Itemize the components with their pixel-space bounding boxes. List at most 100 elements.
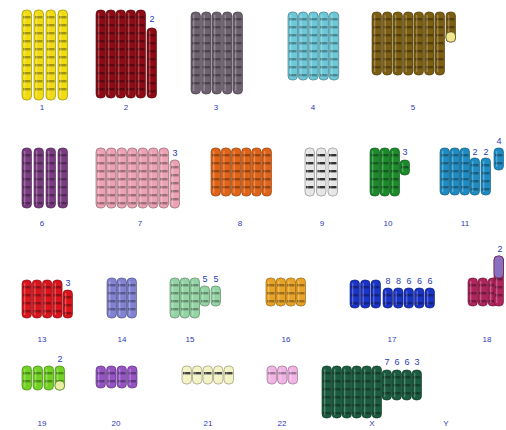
- chromosome-highlight: [192, 281, 193, 315]
- chromosome: [46, 148, 56, 208]
- chromosome: [223, 12, 233, 94]
- chromosome-highlight: [60, 151, 61, 205]
- chromosome: [128, 366, 138, 388]
- chromosome: [392, 370, 402, 400]
- marker-count: 5: [213, 275, 218, 284]
- chromosome-body: [288, 12, 298, 80]
- chromosome-body: [117, 148, 127, 208]
- chromosome-highlight: [138, 13, 139, 95]
- chromosome-body: [404, 12, 414, 75]
- chromosome-group: [96, 366, 137, 388]
- chromosome-body: [470, 158, 480, 195]
- chromosome-highlight: [416, 15, 417, 72]
- chromosome: [242, 148, 252, 196]
- chromosome-body: [317, 148, 327, 196]
- chromosome-body: [233, 12, 243, 94]
- chromosome-highlight: [109, 151, 110, 205]
- marker-count: 2: [149, 15, 154, 24]
- chromosome: [32, 280, 42, 318]
- chromosome-highlight: [216, 369, 217, 381]
- chromosome: [414, 12, 424, 75]
- chromosome-body: [170, 278, 180, 318]
- chromosome: [182, 366, 192, 384]
- chromosome: [116, 10, 126, 98]
- chromosome: [202, 12, 212, 94]
- chromosome: [288, 366, 298, 384]
- chromosome: [180, 278, 190, 318]
- marker-count: 6: [417, 277, 422, 286]
- chromosome: [42, 280, 52, 318]
- chromosome-number: 3: [214, 104, 218, 112]
- chromosome-highlight: [406, 15, 407, 72]
- chromosome-body: [212, 12, 222, 94]
- chromosome-body: [22, 10, 32, 100]
- chromosome-highlight: [55, 283, 56, 315]
- chromosome-body: [191, 12, 201, 94]
- chromosome-body: [182, 366, 192, 384]
- chromosome-highlight: [382, 151, 383, 193]
- chromosome-body: [224, 366, 234, 384]
- chromosome: [262, 148, 272, 196]
- chromosome-group: [191, 12, 243, 94]
- chromosome: [44, 366, 54, 390]
- chromosome: [382, 370, 392, 400]
- chromosome-body: [382, 370, 392, 400]
- chromosome-highlight: [109, 369, 110, 385]
- chromosome-group: [22, 148, 68, 208]
- chromosome: [404, 288, 414, 308]
- chromosome-highlight: [213, 289, 214, 303]
- chromosome: [494, 148, 504, 170]
- chromosome-body: [478, 278, 488, 306]
- chromosome-highlight: [213, 151, 214, 193]
- chromosome-highlight: [364, 369, 365, 415]
- chromosome-number: 18: [483, 336, 492, 344]
- chromosome: [106, 10, 116, 98]
- chromosome: [63, 290, 73, 318]
- translocated-segment: [446, 32, 456, 42]
- chromosome: [34, 10, 44, 100]
- chromosome: [214, 366, 224, 384]
- chromosome: [190, 278, 200, 318]
- chromosome-body: [425, 288, 435, 308]
- chromosome: [117, 278, 127, 318]
- marker-count: 3: [172, 149, 177, 158]
- chromosome-body: [370, 148, 380, 196]
- chromosome-body: [460, 148, 470, 195]
- chromosome-group: [96, 148, 180, 208]
- chromosome-highlight: [406, 291, 407, 305]
- chromosome: [400, 160, 410, 175]
- chromosome-highlight: [60, 13, 61, 97]
- chromosome-highlight: [427, 291, 428, 305]
- chromosome: [372, 366, 382, 418]
- marker-count: 2: [483, 148, 488, 157]
- chromosome: [211, 148, 221, 196]
- chromosome: [211, 286, 221, 306]
- chromosome-highlight: [321, 15, 322, 77]
- chromosome-highlight: [149, 31, 150, 95]
- chromosome-body: [390, 148, 400, 196]
- chromosome-body: [106, 10, 116, 98]
- chromosome-body: [46, 10, 56, 100]
- chromosome-body: [202, 12, 212, 94]
- chromosome-body: [404, 288, 414, 308]
- chromosome-number: 15: [186, 336, 195, 344]
- chromosome-highlight: [496, 151, 497, 167]
- chromosome: [22, 366, 32, 390]
- chromosome-number: 11: [461, 220, 469, 228]
- chromosome-highlight: [119, 281, 120, 315]
- chromosome: [96, 366, 106, 388]
- chromosome: [329, 12, 339, 80]
- chromosome: [383, 12, 393, 75]
- chromosome-highlight: [119, 369, 120, 385]
- chromosome: [147, 28, 157, 98]
- chromosome-body: [393, 12, 403, 75]
- chromosome-body: [58, 10, 68, 100]
- marker-count: 3: [65, 279, 70, 288]
- chromosome-body: [371, 280, 381, 308]
- chromosome-highlight: [385, 15, 386, 72]
- chromosome-body: [242, 148, 252, 196]
- marker-count: 6: [406, 277, 411, 286]
- chromosome: [117, 148, 127, 208]
- chromosome-body: [96, 10, 106, 98]
- chromosome-highlight: [442, 151, 443, 192]
